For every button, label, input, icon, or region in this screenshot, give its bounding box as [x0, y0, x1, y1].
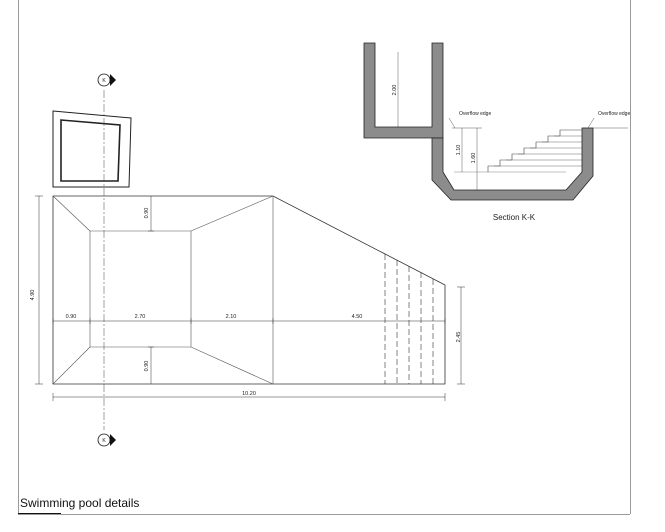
section-drawing	[363, 42, 628, 201]
pool-depth-label: 1.60	[471, 153, 477, 164]
sheet-title: Swimming pool details	[20, 496, 140, 510]
seg-2-label: 2.70	[135, 314, 146, 320]
seg-4-label: 4.50	[352, 314, 363, 320]
overflow-edge-left-label: Overflow edge	[459, 111, 491, 117]
pool-plan	[52, 195, 446, 385]
section-marker-top	[97, 73, 116, 87]
right-border	[630, 0, 631, 514]
plan-dimensions	[35, 195, 465, 401]
left-border	[18, 0, 19, 514]
section-marker-bottom	[97, 433, 116, 447]
seg-1-label: 0.90	[66, 314, 77, 320]
overall-length-label: 10.20	[242, 391, 256, 397]
section-marker-bottom-letter: K	[102, 438, 106, 444]
seg-3-label: 2.10	[226, 314, 237, 320]
overflow-edge-right-label: Overflow edge	[598, 111, 630, 117]
section-marker-top-letter: K	[102, 78, 106, 84]
shallow-width-label: 2.45	[456, 332, 462, 343]
step-height-label: 1.10	[456, 145, 462, 156]
tank-plan	[52, 110, 132, 188]
bottom-offset-label: 0.90	[144, 361, 150, 372]
section-title: Section K-K	[493, 213, 536, 222]
overall-width-label: 4.90	[30, 290, 36, 301]
bottom-rule	[18, 514, 630, 515]
top-offset-label: 0.90	[144, 208, 150, 219]
tank-depth-label: 2.00	[392, 85, 398, 96]
